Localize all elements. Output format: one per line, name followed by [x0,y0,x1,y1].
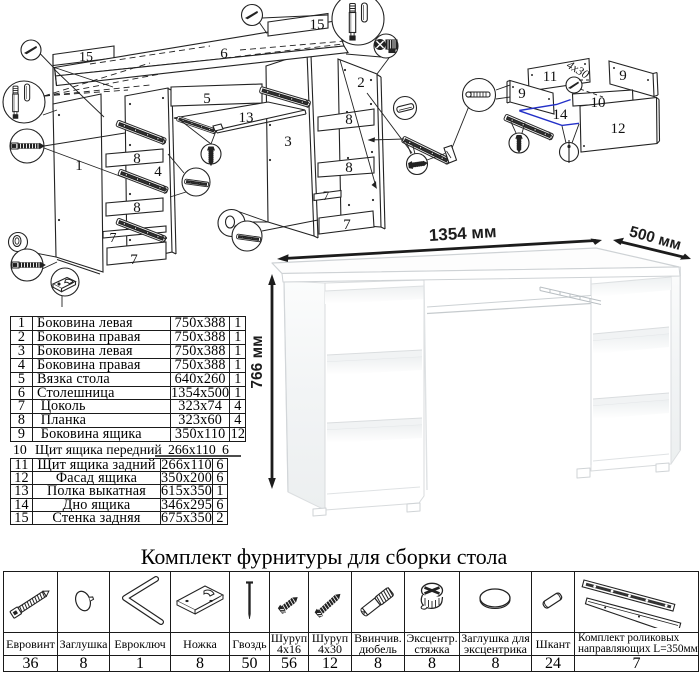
svg-text:7: 7 [343,217,351,233]
svg-text:15: 15 [310,17,325,33]
svg-text:14: 14 [553,107,569,123]
svg-text:1354 мм: 1354 мм [428,222,497,245]
svg-text:10: 10 [591,95,606,111]
svg-text:7: 7 [110,231,117,246]
svg-text:4: 4 [154,164,162,180]
svg-text:13: 13 [239,110,254,126]
svg-text:6: 6 [220,46,228,62]
svg-text:5: 5 [203,91,211,107]
svg-text:3: 3 [284,134,292,150]
svg-text:9: 9 [619,68,627,84]
svg-text:7: 7 [130,252,138,268]
svg-text:12: 12 [611,121,626,137]
svg-text:8: 8 [345,112,353,128]
svg-text:11: 11 [543,69,557,85]
svg-text:8: 8 [133,151,141,167]
svg-text:1: 1 [75,158,83,174]
svg-text:2: 2 [357,75,365,91]
svg-text:766 мм: 766 мм [249,335,266,388]
svg-text:7: 7 [323,188,330,203]
svg-text:9: 9 [518,86,526,102]
svg-text:8: 8 [133,200,141,216]
svg-text:8: 8 [345,160,353,176]
svg-text:15: 15 [79,50,93,65]
